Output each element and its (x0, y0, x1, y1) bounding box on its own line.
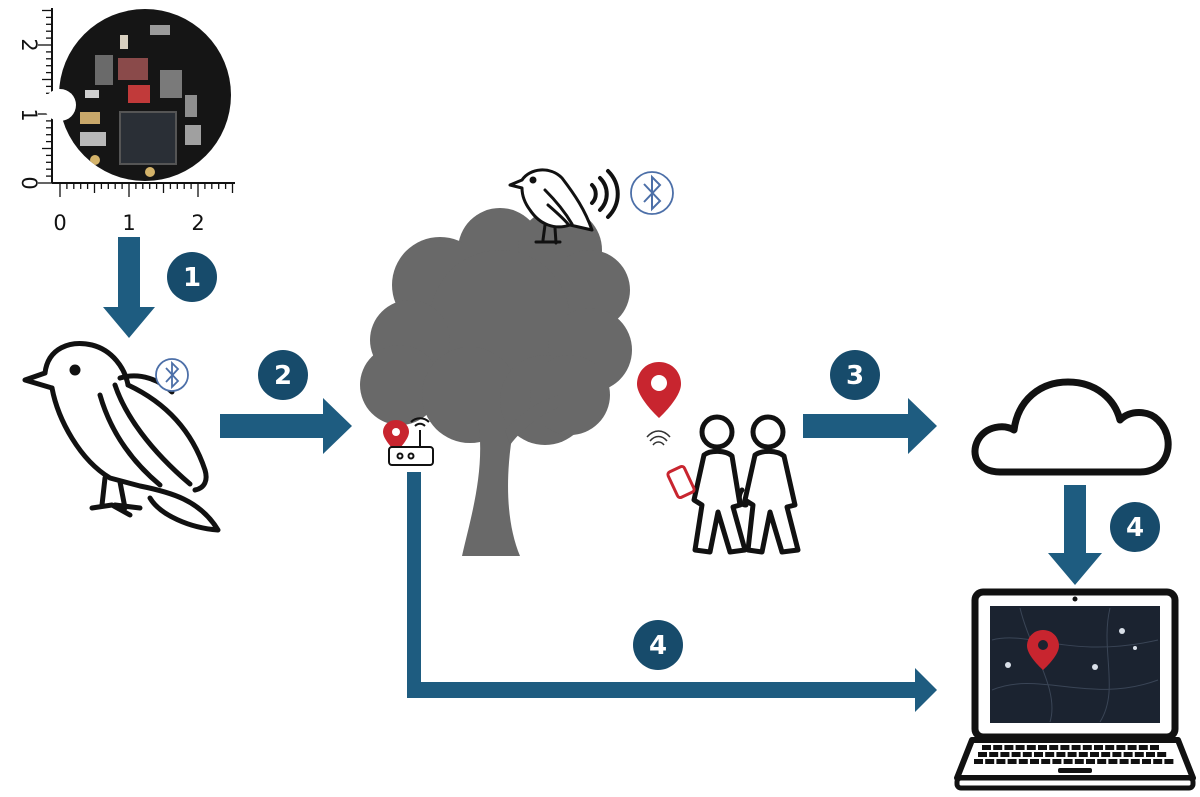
ruler-label-v-0: 0 (17, 176, 41, 189)
keyboard-key (1011, 752, 1021, 757)
keyboard-key (985, 759, 995, 764)
keyboard-key (1052, 759, 1062, 764)
keyboard-key (1138, 745, 1148, 750)
step-number-4-bottom: 4 (649, 631, 667, 661)
location-pin-icon-gateway (383, 420, 409, 452)
keyboard-key (1067, 752, 1077, 757)
ruler-label-h-2: 2 (191, 211, 204, 235)
step-badge-1: 1 (167, 252, 217, 302)
tree-icon (360, 208, 632, 556)
keyboard-key (1056, 752, 1066, 757)
keyboard-key (982, 745, 991, 750)
keyboard-key (1022, 752, 1032, 757)
bluetooth-icon-tag (155, 358, 189, 392)
keyboard-key (1134, 752, 1144, 757)
laptop-icon (954, 588, 1196, 791)
location-pin-icon-people (637, 362, 681, 418)
keyboard-key (1086, 759, 1095, 764)
keyboard-key (1034, 752, 1043, 757)
scale-ruler: 2 1 0 0 1 2 (17, 8, 235, 235)
keyboard-key (1000, 752, 1010, 757)
smartphone-icon (666, 464, 696, 500)
keyboard-key (974, 759, 983, 764)
ruler-label-v-1: 1 (17, 108, 41, 121)
step-badge-4-right: 4 (1110, 502, 1160, 552)
ruler-label-h-1: 1 (122, 211, 135, 235)
bluetooth-icon-bird (630, 171, 674, 215)
keyboard-key (978, 752, 987, 757)
keyboard-key (1045, 752, 1055, 757)
keyboard-key (1108, 759, 1118, 764)
step-number-4-right: 4 (1126, 513, 1144, 543)
keyboard-key (996, 759, 1006, 764)
keyboard-key (1127, 745, 1137, 750)
laptop-keyboard (974, 745, 1174, 764)
keyboard-key (1041, 759, 1051, 764)
keyboard-key (1112, 752, 1122, 757)
location-pin-icon-screen (1027, 630, 1059, 670)
keyboard-key (1150, 745, 1159, 750)
arrow-step-2 (220, 398, 352, 454)
keyboard-key (1094, 745, 1103, 750)
keyboard-key (1130, 759, 1140, 764)
walking-people-icon (691, 414, 801, 555)
keyboard-key (1071, 745, 1081, 750)
keyboard-key (1026, 745, 1036, 750)
keyboard-key (1030, 759, 1039, 764)
keyboard-key (1078, 752, 1088, 757)
keyboard-key (1049, 745, 1059, 750)
keyboard-key (1164, 759, 1174, 764)
keyboard-key (1123, 752, 1133, 757)
arrow-step-4-cloud (1048, 485, 1102, 585)
keyboard-key (993, 745, 1003, 750)
circuit-board-icon (44, 9, 231, 181)
step-badge-4-bottom: 4 (633, 620, 683, 670)
keyboard-key (1153, 759, 1163, 764)
keyboard-key (1119, 759, 1129, 764)
keyboard-key (1105, 745, 1115, 750)
wifi-signal-icon-phone (646, 430, 671, 446)
keyboard-key (1116, 745, 1126, 750)
cloud-icon (971, 378, 1172, 476)
keyboard-key (1101, 752, 1111, 757)
arrow-step-4-gateway (407, 472, 937, 712)
step-number-3: 3 (846, 361, 864, 391)
keyboard-key (1097, 759, 1107, 764)
keyboard-key (1018, 759, 1028, 764)
step-number-2: 2 (274, 361, 292, 391)
arrow-step-3 (803, 398, 937, 454)
bird-icon-perched (508, 168, 594, 245)
step-badge-2: 2 (258, 350, 308, 400)
keyboard-key (1157, 752, 1167, 757)
router-icon (388, 417, 434, 466)
keyboard-key (1063, 759, 1073, 764)
keyboard-key (1060, 745, 1070, 750)
keyboard-key (1090, 752, 1099, 757)
keyboard-key (1004, 745, 1014, 750)
arrow-step-1 (103, 237, 155, 338)
wifi-signal-icon-bird (590, 169, 620, 219)
keyboard-key (1074, 759, 1084, 764)
step-number-1: 1 (183, 263, 201, 293)
keyboard-key (1038, 745, 1047, 750)
keyboard-key (1142, 759, 1151, 764)
bird-icon-tagged (22, 341, 221, 533)
keyboard-key (989, 752, 999, 757)
ruler-label-v-2: 2 (17, 38, 41, 51)
step-badge-3: 3 (830, 350, 880, 400)
ruler-label-h-0: 0 (53, 211, 66, 235)
keyboard-key (1015, 745, 1025, 750)
keyboard-key (1146, 752, 1155, 757)
keyboard-key (1007, 759, 1017, 764)
laptop-screen (990, 606, 1160, 723)
keyboard-key (1082, 745, 1092, 750)
